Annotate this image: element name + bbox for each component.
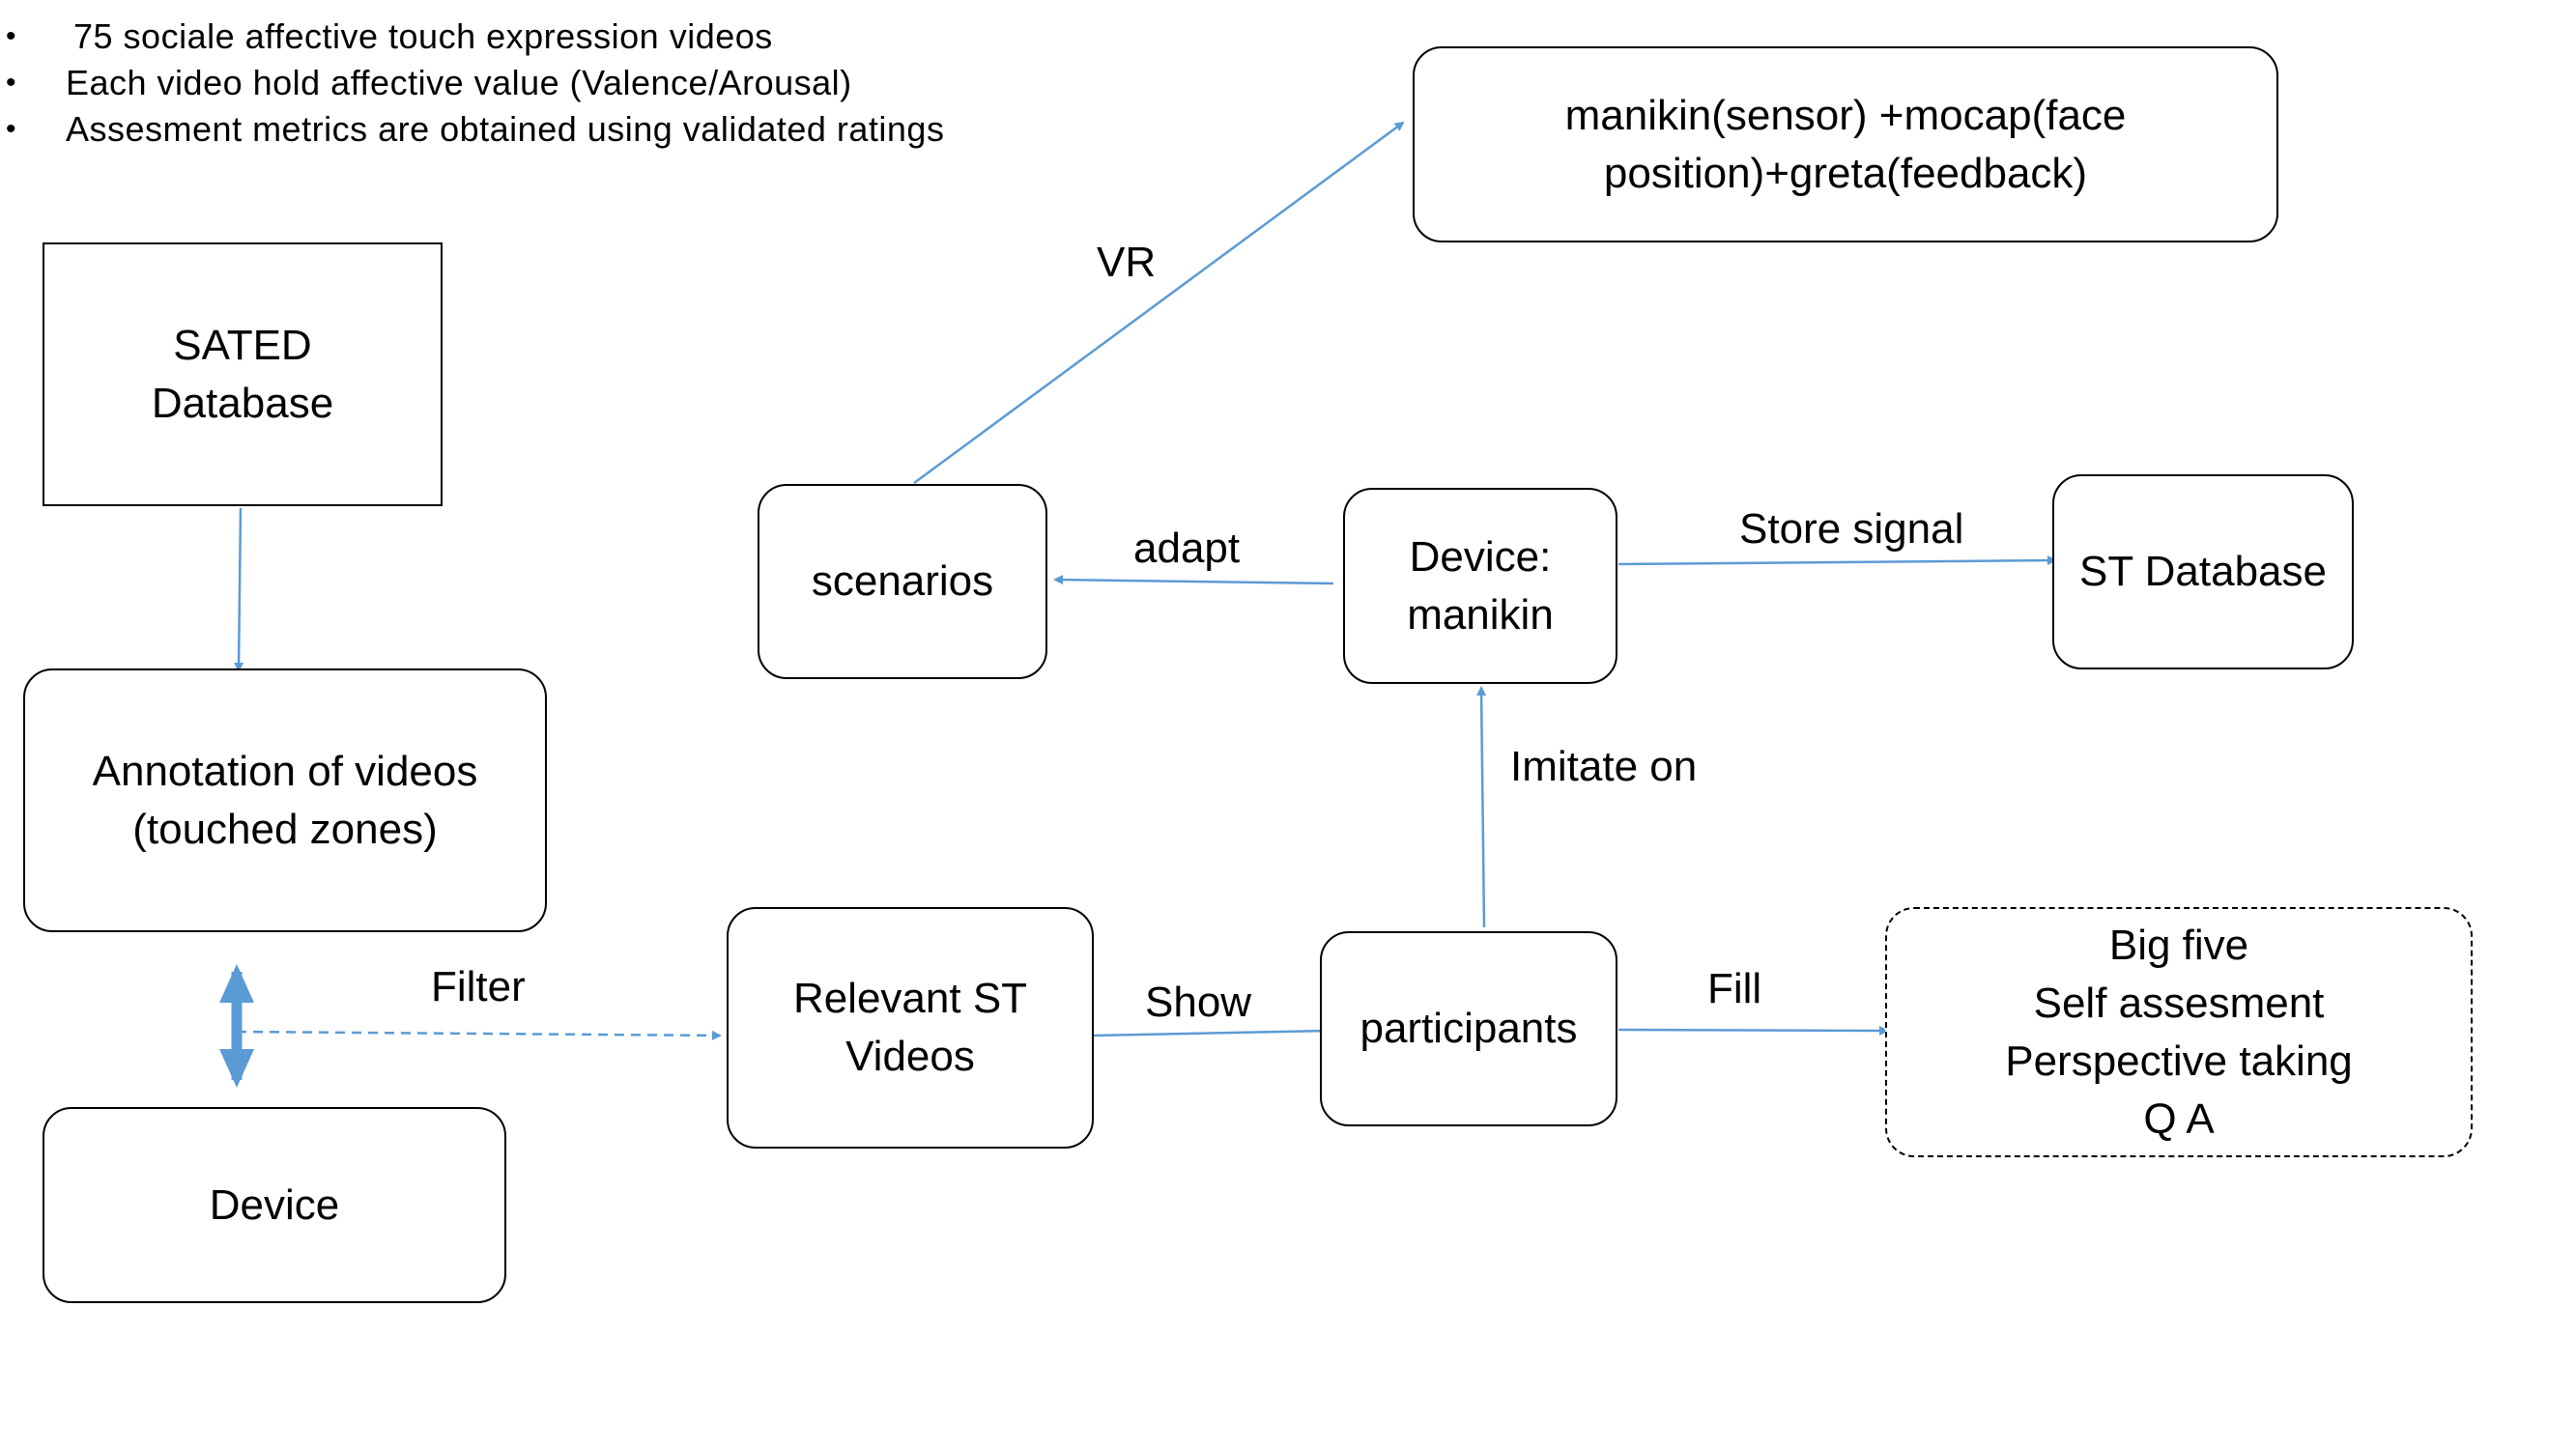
edge-filter [236,1030,722,1040]
bullet-item: • Each video hold affective value (Valenc… [0,60,944,106]
bullet-text: Each video hold affective value (Valence… [66,63,852,102]
edge-label-vr: VR [1097,239,1157,286]
edge-label-fill: Fill [1707,965,1762,1012]
bullet-text: Assesment metrics are obtained using val… [66,109,945,149]
participants-box: participants [1320,931,1617,1126]
edge-label-show: Show [1145,979,1252,1026]
edge-store-signal [1617,555,2057,566]
scenarios-box: scenarios [758,484,1047,679]
edge-show [1091,1026,1331,1037]
bullet-glyph: • [6,20,17,52]
edge-adapt [1053,575,1334,585]
edge-sated-to-annotation [234,507,244,672]
edge-label-adapt: adapt [1133,525,1241,572]
edge-vr [913,121,1405,485]
st-database-box: ST Database [2052,474,2354,669]
edge-label-filter: Filter [431,963,526,1010]
bullet-item: • Assesment metrics are obtained using va… [0,106,944,153]
edge-label-imitate-on: Imitate on [1510,743,1698,790]
edge-label-store-signal: Store signal [1739,505,1964,553]
bullet-glyph: • [6,67,17,99]
questionnaires-box: Big five Self assesment Perspective taki… [1885,907,2473,1157]
annotation-box: Annotation of videos (touched zones) [23,668,547,932]
vr-system-box: manikin(sensor) +mocap(face position)+gr… [1413,46,2278,242]
edge-fill [1617,1025,1889,1036]
bullet-text: 75 sociale affective touch expression vi… [73,16,773,56]
relevant-videos-box: Relevant ST Videos [727,907,1094,1149]
bullet-glyph: • [6,113,17,145]
device-box: Device [43,1107,506,1303]
bullet-list: • 75 sociale affective touch expression v… [0,14,944,153]
sated-database-box: SATED Database [43,242,443,506]
bullet-item: • 75 sociale affective touch expression v… [0,14,944,60]
device-manikin-box: Device: manikin [1343,488,1617,684]
edge-imitate-on [1476,686,1487,928]
